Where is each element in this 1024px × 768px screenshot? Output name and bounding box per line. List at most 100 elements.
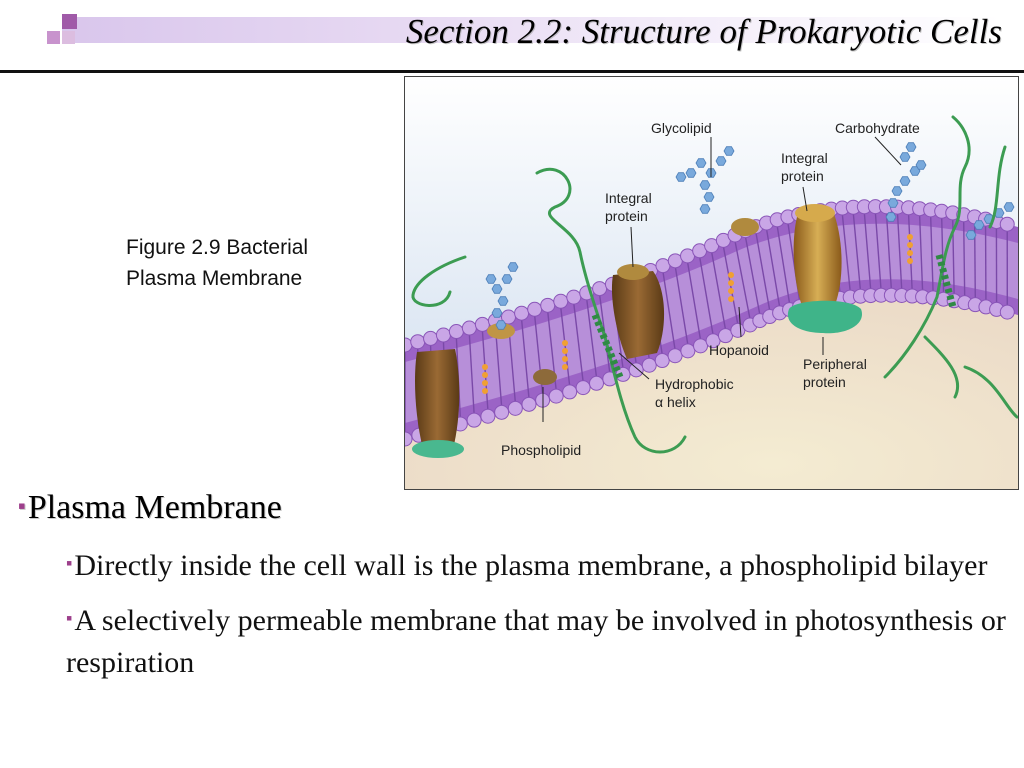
sugar-unit (899, 176, 911, 186)
sugar-unit (501, 274, 513, 284)
sugar-unit (965, 230, 977, 240)
phospholipid-head (474, 316, 490, 332)
phospholipid-head (628, 362, 644, 378)
decor-square (62, 31, 75, 44)
figure-labels: Glycolipid Carbohydrate Integral protein… (501, 120, 920, 458)
integral-protein (487, 218, 759, 385)
phospholipid-head (480, 408, 496, 424)
phospholipid-head (466, 412, 482, 428)
phospholipid-head (540, 297, 556, 313)
lipid-tail (662, 271, 676, 350)
figure-caption-line: Figure 2.9 Bacterial (126, 236, 309, 259)
label-hopanoid: Hopanoid (709, 342, 769, 358)
phospholipid-head (514, 305, 530, 321)
section-heading-text: Plasma Membrane (27, 489, 282, 526)
phospholipid-head (448, 324, 464, 340)
bullet-text: Directly inside the cell wall is the pla… (74, 549, 988, 582)
bullet-marker: ▪ (66, 553, 73, 573)
lipid-tail (863, 212, 872, 290)
phospholipid-head (548, 388, 564, 404)
list-item: ▪A selectively permeable membrane that m… (66, 597, 1006, 684)
sugar-unit (491, 308, 503, 318)
label-phospholipid: Phospholipid (501, 442, 581, 458)
leader-lines (542, 136, 902, 422)
sugar-unit (703, 192, 715, 202)
sugar-unit (885, 212, 897, 222)
sugar-unit (973, 220, 985, 230)
sugar-unit (715, 156, 727, 166)
label-integral-protein: protein (605, 208, 648, 224)
hydrophobic-helix (935, 254, 957, 308)
label-peripheral-protein: protein (803, 374, 846, 390)
sugar-unit (891, 186, 903, 196)
phospholipid-head (654, 353, 670, 369)
label-hydrophobic-helix: α helix (655, 394, 696, 410)
label-peripheral-protein: Peripheral (803, 356, 867, 372)
lipid-tail (674, 266, 689, 345)
lipid-tail (841, 213, 851, 292)
sugar-unit (675, 172, 687, 182)
lipid-tail (560, 307, 571, 386)
peripheral-protein (787, 300, 863, 334)
phospholipid-head (410, 334, 426, 350)
lipid-tail (734, 240, 751, 320)
lipid-tail (962, 220, 966, 297)
phospholipid-head (562, 384, 578, 400)
decor-square (47, 31, 60, 44)
lipid-tail (755, 232, 771, 311)
bullet-list: ▪Directly inside the cell wall is the pl… (66, 542, 1006, 694)
phospholipid-head (553, 293, 569, 309)
integral-protein (611, 264, 665, 359)
lipid-tail (573, 303, 584, 382)
hopanoid-molecules (482, 234, 913, 394)
list-item: ▪Directly inside the cell wall is the pl… (66, 542, 1006, 587)
figure-caption-line: Plasma Membrane (126, 267, 303, 290)
sugar-unit (915, 160, 927, 170)
sugar-unit (497, 296, 509, 306)
phospholipid-head (999, 304, 1015, 320)
phospholipid-head (575, 380, 591, 396)
phospholipid-head (589, 375, 605, 391)
sugar-unit (899, 152, 911, 162)
label-integral-protein: Integral (781, 150, 828, 166)
lipid-tail (686, 261, 702, 340)
section-heading: ▪Plasma Membrane (18, 484, 282, 530)
phospholipid-head (592, 281, 608, 297)
phospholipid-head (494, 404, 510, 420)
phospholipid-head (423, 330, 439, 346)
lipid-tail (896, 213, 903, 290)
label-hydrophobic-helix: Hydrophobic (655, 376, 734, 392)
membrane-figure: Glycolipid Carbohydrate Integral protein… (404, 76, 1019, 490)
phospholipid-head (999, 216, 1015, 232)
title-band (62, 17, 1002, 43)
lipid-tail (494, 326, 503, 407)
sugar-unit (699, 180, 711, 190)
lipid-tail (874, 212, 882, 290)
bullet-text: A selectively permeable membrane that ma… (66, 604, 1006, 679)
integral-protein (412, 349, 464, 458)
sugar-unit (491, 284, 503, 294)
phospholipid-head (405, 431, 413, 447)
bullet-marker: ▪ (18, 493, 26, 518)
lipid-tail (710, 251, 727, 330)
bullet-marker: ▪ (66, 608, 73, 628)
lipid-tail (776, 225, 791, 304)
sugar-unit (495, 320, 507, 330)
lipid-tail (586, 298, 598, 378)
lipid-tail (481, 330, 489, 411)
lipid-tail (918, 214, 924, 291)
phospholipid-head (615, 366, 631, 382)
lipid-tail (698, 256, 714, 335)
title-rule (0, 70, 1024, 73)
phospholipid-head (680, 343, 696, 359)
lipid-tail (744, 236, 761, 315)
lipid-tail (929, 215, 934, 292)
lipid-tail (885, 212, 893, 290)
label-integral-protein: protein (781, 168, 824, 184)
sugar-unit (723, 146, 735, 156)
phospholipid-head (507, 400, 523, 416)
label-carbohydrate: Carbohydrate (835, 120, 920, 136)
sugar-unit (699, 204, 711, 214)
slide-title: Section 2.2: Structure of Prokaryotic Ce… (405, 12, 1002, 51)
sugar-unit (695, 158, 707, 168)
